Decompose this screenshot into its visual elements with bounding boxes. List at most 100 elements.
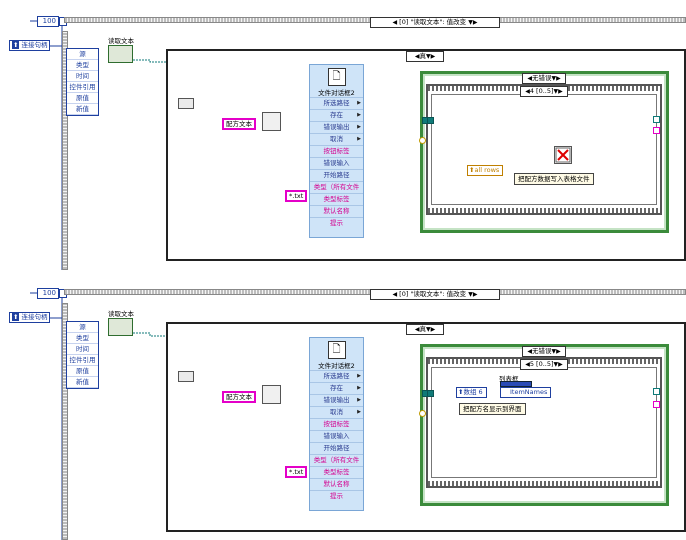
right-arrow-icon[interactable]: ▶ <box>556 348 561 355</box>
listbox-property-icon[interactable] <box>500 381 532 387</box>
event-data-node[interactable]: 源 类型 时间 控件引用 原值 新值 <box>66 321 99 389</box>
error-case-selector[interactable]: ◀无错误▼▶ <box>522 73 566 84</box>
build-path-icon[interactable] <box>262 385 281 404</box>
fd-row-error-in[interactable]: 错误输入 <box>310 430 363 442</box>
event-data-ctlref[interactable]: 控件引用 <box>67 82 98 93</box>
filter-constant[interactable]: *.txt <box>285 466 308 478</box>
fd-row-button-label[interactable]: 按钮标签 <box>310 145 363 157</box>
text-indicator-icon[interactable] <box>108 318 133 336</box>
fd-row-default-name[interactable]: 默认名称 <box>310 205 363 217</box>
connection-handle-ref[interactable]: ⬆连接句柄 <box>9 40 51 51</box>
filter-constant[interactable]: *.txt <box>285 190 308 202</box>
ref-icon: ⬆ <box>458 388 464 396</box>
fd-row-exists[interactable]: 存在▶ <box>310 382 363 394</box>
loop-count-constant[interactable]: 100 <box>37 16 59 27</box>
fd-row-start-path[interactable]: 开始路径 <box>310 169 363 181</box>
fd-row-type-label[interactable]: 类型标签 <box>310 193 363 205</box>
fd-row-label: 错误输入 <box>323 432 350 440</box>
ref-icon: ⬆ <box>12 313 20 321</box>
event-data-oldval[interactable]: 原值 <box>67 93 98 104</box>
dropdown-arrow-icon[interactable]: ▼ <box>553 88 559 95</box>
right-arrow-icon[interactable]: ▶ <box>558 361 563 368</box>
right-arrow-icon[interactable]: ▶ <box>558 88 563 95</box>
right-arrow-icon[interactable]: ▶ <box>430 326 436 333</box>
right-arrow-icon[interactable]: ▶ <box>472 19 478 26</box>
file-dialog-icon: 🗋 <box>327 341 346 359</box>
folder-path-icon[interactable] <box>178 371 194 382</box>
event-data-node[interactable]: 源 类型 时间 控件引用 原值 新值 <box>66 48 99 116</box>
dropdown-arrow-icon[interactable]: ▼ <box>425 53 431 60</box>
path-tunnel-inner <box>427 117 434 124</box>
left-arrow-icon[interactable]: ◀ <box>525 361 530 368</box>
left-arrow-icon[interactable]: ◀ <box>527 348 532 355</box>
sequence-selector[interactable]: ◀4 [0..5]▼▶ <box>520 86 568 97</box>
fd-row-error-out[interactable]: 错误输出▶ <box>310 121 363 133</box>
event-data-type[interactable]: 类型 <box>67 333 98 344</box>
fd-row-selected-path[interactable]: 所选路径▶ <box>310 97 363 109</box>
case-selector[interactable]: ◀真▼▶ <box>406 324 444 335</box>
fd-row-error-in[interactable]: 错误输入 <box>310 157 363 169</box>
loop-count-constant[interactable]: 100 <box>37 288 59 299</box>
text-indicator-icon[interactable] <box>108 45 133 63</box>
fd-row-error-out[interactable]: 错误输出▶ <box>310 394 363 406</box>
dropdown-arrow-icon[interactable]: ▼ <box>468 291 473 298</box>
event-data-ctlref[interactable]: 控件引用 <box>67 355 98 366</box>
left-arrow-icon[interactable]: ◀ <box>392 291 398 298</box>
fd-row-cancel[interactable]: 取消▶ <box>310 406 363 418</box>
fd-row-type[interactable]: 类型（所有文件 <box>310 454 363 466</box>
indicator-caption: 读取文本 <box>108 37 134 45</box>
fd-row-exists[interactable]: 存在▶ <box>310 109 363 121</box>
event-data-time[interactable]: 时间 <box>67 71 98 82</box>
event-selector[interactable]: ◀ [0] "读取文本": 值改变 ▼▶ <box>370 289 500 300</box>
sequence-selector[interactable]: ◀5 [0..5]▼▶ <box>520 359 568 370</box>
left-arrow-icon[interactable]: ◀ <box>414 53 420 60</box>
error-case-selector[interactable]: ◀无错误▼▶ <box>522 346 566 357</box>
left-arrow-icon[interactable]: ◀ <box>525 88 530 95</box>
file-dialog-title: 文件对话框2 <box>318 362 355 370</box>
fd-row-label: 按钮标签 <box>323 420 350 428</box>
dropdown-arrow-icon[interactable]: ▼ <box>468 19 473 26</box>
fd-row-type-label[interactable]: 类型标签 <box>310 466 363 478</box>
fd-row-type[interactable]: 类型（所有文件 <box>310 181 363 193</box>
array-ref-label: 数组 6 <box>463 388 483 396</box>
connection-handle-ref[interactable]: ⬆连接句柄 <box>9 312 51 323</box>
fd-row-button-label[interactable]: 按钮标签 <box>310 418 363 430</box>
event-data-source[interactable]: 源 <box>67 49 98 60</box>
fd-row-default-name[interactable]: 默认名称 <box>310 478 363 490</box>
right-arrow-icon[interactable]: ▶ <box>472 291 478 298</box>
right-arrow-icon[interactable]: ▶ <box>556 75 561 82</box>
right-arrow-icon[interactable]: ▶ <box>430 53 436 60</box>
spreadsheet-x-icon <box>555 147 571 163</box>
dropdown-arrow-icon[interactable]: ▼ <box>551 75 557 82</box>
event-data-time[interactable]: 时间 <box>67 344 98 355</box>
fd-row-prompt[interactable]: 提示 <box>310 217 363 229</box>
fd-row-selected-path[interactable]: 所选路径▶ <box>310 370 363 382</box>
left-arrow-icon[interactable]: ◀ <box>527 75 532 82</box>
folder-path-icon[interactable] <box>178 98 194 109</box>
fd-row-start-path[interactable]: 开始路径 <box>310 442 363 454</box>
recipe-text-constant[interactable]: 配方文本 <box>222 391 256 403</box>
file-dialog-node[interactable]: 🗋 文件对话框2 所选路径▶ 存在▶ 错误输出▶ 取消▶ 按钮标签 错误输入 开… <box>309 64 364 238</box>
dropdown-arrow-icon[interactable]: ▼ <box>425 326 431 333</box>
fd-row-prompt[interactable]: 提示 <box>310 490 363 502</box>
left-arrow-icon[interactable]: ◀ <box>392 19 398 26</box>
event-selector[interactable]: ◀ [0] "读取文本": 值改变 ▼▶ <box>370 17 500 28</box>
fd-row-cancel[interactable]: 取消▶ <box>310 133 363 145</box>
build-path-icon[interactable] <box>262 112 281 131</box>
event-data-type[interactable]: 类型 <box>67 60 98 71</box>
ref-icon: ⬆ <box>469 166 475 174</box>
left-arrow-icon[interactable]: ◀ <box>414 326 420 333</box>
case-selector[interactable]: ◀真▼▶ <box>406 51 444 62</box>
array-ref[interactable]: ⬆数组 6 <box>456 387 487 398</box>
event-data-newval[interactable]: 新值 <box>67 377 98 388</box>
event-data-oldval[interactable]: 原值 <box>67 366 98 377</box>
itemnames-property[interactable]: ItemNames <box>500 387 552 398</box>
file-dialog-node[interactable]: 🗋 文件对话框2 所选路径▶ 存在▶ 错误输出▶ 取消▶ 按钮标签 错误输入 开… <box>309 337 364 511</box>
dropdown-arrow-icon[interactable]: ▼ <box>551 348 557 355</box>
dropdown-arrow-icon[interactable]: ▼ <box>553 361 559 368</box>
recipe-text-constant[interactable]: 配方文本 <box>222 118 256 130</box>
event-data-source[interactable]: 源 <box>67 322 98 333</box>
write-spreadsheet-icon[interactable] <box>554 146 572 164</box>
all-rows-ref[interactable]: ⬆all rows <box>467 165 504 176</box>
event-data-newval[interactable]: 新值 <box>67 104 98 115</box>
